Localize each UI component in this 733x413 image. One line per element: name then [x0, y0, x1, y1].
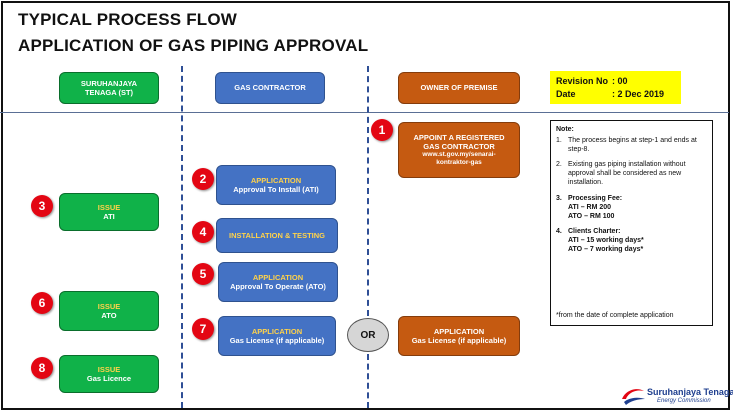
step-badge-6: 6: [31, 292, 53, 314]
note-item-charter: Clients Charter: ATI – 15 working days* …: [568, 227, 644, 254]
note-charter-heading: Clients Charter:: [568, 227, 621, 235]
column-header-owner-label: OWNER OF PREMISE: [420, 83, 498, 93]
revision-date-value: : 2 Dec 2019: [612, 89, 665, 100]
note-item: 1. The process begins at step-1 and ends…: [556, 136, 707, 154]
column-header-st: SURUHANJAYA TENAGA (ST): [59, 72, 159, 104]
logo-swoosh-icon: [622, 389, 645, 405]
step-2-sub: Approval To Install (ATI): [233, 185, 319, 194]
step-6-sub: ATO: [101, 311, 117, 320]
column-header-contractor: GAS CONTRACTOR: [215, 72, 325, 104]
step-7-box: APPLICATION Gas License (if applicable): [218, 316, 336, 356]
step-8-box: ISSUE Gas Licence: [59, 355, 159, 393]
step-8-title: ISSUE: [97, 364, 121, 374]
step-1-line1: APPOINT A REGISTERED: [413, 132, 505, 142]
step-5-sub: Approval To Operate (ATO): [230, 282, 326, 291]
column-divider-1: [181, 66, 183, 408]
step-badge-7: 7: [192, 318, 214, 340]
title-line-1: TYPICAL PROCESS FLOW: [18, 10, 238, 29]
note-charter-ati: ATI – 15 working days*: [568, 236, 644, 244]
logo-subtitle: Energy Commission: [657, 398, 711, 404]
column-divider-2a: [367, 66, 369, 316]
column-header-st-line1: SURUHANJAYA: [80, 78, 138, 88]
note-item-text: The process begins at step-1 and ends at…: [568, 137, 697, 154]
step-3-sub: ATI: [103, 212, 115, 221]
step-badge-5: 5: [192, 263, 214, 285]
title-line-2: APPLICATION OF GAS PIPING APPROVAL: [18, 36, 369, 55]
revision-no-value: : 00: [612, 76, 628, 86]
step-badge-1: 1: [371, 119, 393, 141]
step-badge-3: 3: [31, 195, 53, 217]
step-badge-4: 4: [192, 221, 214, 243]
step-2-title: APPLICATION: [250, 175, 302, 185]
note-item-num: 2.: [556, 161, 562, 169]
note-item-fee: Processing Fee: ATI – RM 200 ATO – RM 10…: [568, 194, 622, 221]
step-3-title: ISSUE: [97, 202, 121, 212]
header-separator: [0, 112, 729, 113]
revision-no-label: Revision No: [556, 76, 609, 86]
revision-date-label: Date: [556, 89, 576, 100]
step-7-sub: Gas License (if applicable): [229, 336, 325, 345]
step-badge-8: 8: [31, 357, 53, 379]
step-7-title: APPLICATION: [251, 326, 303, 336]
note-item: 2. Existing gas piping installation with…: [556, 160, 707, 187]
step-4-box: INSTALLATION & TESTING: [216, 218, 338, 253]
step-7-owner-title: APPLICATION: [433, 326, 485, 336]
step-7-owner-box: APPLICATION Gas License (if applicable): [398, 316, 520, 356]
note-item-text: Existing gas piping installation without…: [568, 161, 686, 187]
step-5-box: APPLICATION Approval To Operate (ATO): [218, 262, 338, 302]
step-5-title: APPLICATION: [252, 272, 304, 282]
column-header-contractor-label: GAS CONTRACTOR: [234, 83, 306, 93]
note-charter-ato: ATO – 7 working days*: [568, 246, 644, 254]
step-2-box: APPLICATION Approval To Install (ATI): [216, 165, 336, 205]
step-8-sub: Gas Licence: [86, 374, 132, 383]
step-6-title: ISSUE: [97, 301, 121, 311]
step-1-line2: GAS CONTRACTOR: [423, 141, 495, 151]
note-title: Note:: [556, 126, 574, 133]
step-4-title: INSTALLATION & TESTING: [229, 230, 325, 240]
note-item-num: 1.: [556, 137, 562, 145]
logo-name: Suruhanjaya Tenaga: [647, 387, 733, 397]
note-footnote: *from the date of complete application: [556, 311, 674, 319]
note-box: Note: 1. The process begins at step-1 an…: [550, 120, 713, 326]
step-1-box: APPOINT A REGISTERED GAS CONTRACTOR www.…: [398, 122, 520, 178]
column-header-owner: OWNER OF PREMISE: [398, 72, 520, 104]
step-3-box: ISSUE ATI: [59, 193, 159, 231]
revision-box: Revision No : 00 Date : 2 Dec 2019: [550, 71, 681, 104]
note-item-num: 4.: [556, 227, 562, 235]
note-item-num: 3.: [556, 194, 562, 202]
suruhanjaya-tenaga-logo: Suruhanjaya Tenaga Energy Commission: [620, 385, 733, 407]
note-fee-ati: ATI – RM 200: [568, 203, 612, 211]
note-fee-ato: ATO – RM 100: [568, 212, 615, 220]
column-divider-2b: [367, 354, 369, 408]
step-7-owner-sub: Gas License (if applicable): [411, 336, 507, 345]
note-fee-heading: Processing Fee:: [568, 194, 623, 202]
column-header-st-line2: TENAGA (ST): [84, 88, 134, 97]
step-badge-2: 2: [192, 168, 214, 190]
step-6-box: ISSUE ATO: [59, 291, 159, 331]
step-1-url-line2: kontraktor-gas: [436, 159, 482, 167]
or-connector: OR: [347, 318, 389, 352]
note-item: 4. Clients Charter: ATI – 15 working day…: [556, 227, 707, 254]
note-item: 3. Processing Fee: ATI – RM 200 ATO – RM…: [556, 194, 707, 221]
step-1-url-line1: www.st.gov.my/senarai-: [422, 151, 496, 159]
